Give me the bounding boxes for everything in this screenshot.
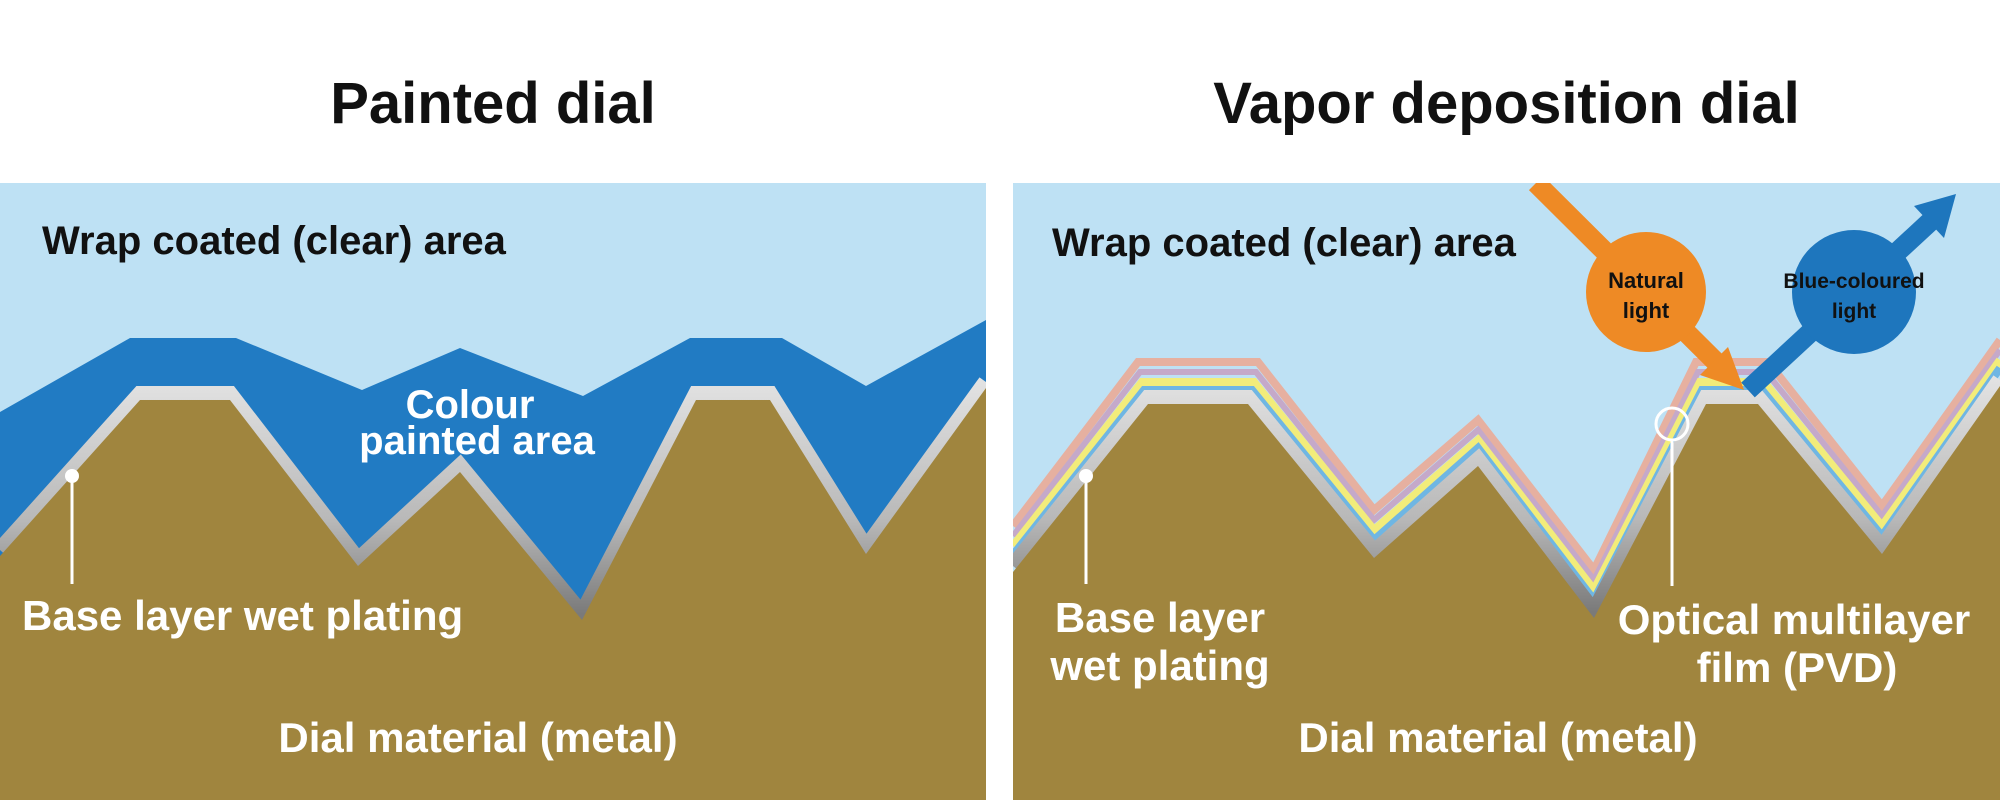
blue-light-label-line2: light: [1832, 300, 1876, 323]
plating-leader-dot: [1079, 469, 1093, 483]
pvd-label-line1: Optical multilayer: [1618, 596, 1970, 643]
plating-leader-dot: [65, 469, 79, 483]
blue-light-circle: [1792, 230, 1916, 354]
clear-area-label: Wrap coated (clear) area: [42, 219, 507, 263]
natural-light-circle: [1586, 232, 1706, 352]
pvd-film-purple: [1013, 348, 2000, 586]
pvd-film-yellow: [1013, 357, 2000, 598]
painted-dial-panel: [0, 183, 986, 800]
painted-dial-title: Painted dial: [330, 71, 656, 136]
material-label: Dial material (metal): [1298, 714, 1697, 761]
wet-plating-layer: [1013, 375, 2000, 627]
natural-light-label-line1: Natural: [1608, 268, 1684, 293]
natural-light-label-line2: light: [1623, 298, 1670, 323]
pvd-film-pink: [1013, 337, 2000, 578]
colour-label-line1: Colour: [406, 383, 535, 427]
plating-label-line2: wet plating: [1049, 642, 1269, 689]
blue-light-arrowhead: [1914, 194, 1956, 238]
plating-label-line1: Base layer: [1055, 594, 1265, 641]
material-label: Dial material (metal): [278, 714, 677, 761]
colour-label-line2: painted area: [359, 419, 595, 463]
dial-material-metal: [1013, 386, 2000, 800]
vapor-dial-title: Vapor deposition dial: [1213, 71, 1800, 136]
wet-plating-layer: [0, 377, 986, 629]
pvd-label-line2: film (PVD): [1697, 644, 1898, 691]
natural-light-arrowhead: [1700, 347, 1744, 390]
blue-light-label-line1: Blue-coloured: [1783, 270, 1924, 293]
dial-material-metal: [0, 388, 986, 800]
clear-area-label: Wrap coated (clear) area: [1052, 221, 1517, 265]
vapor-dial-panel: [1013, 183, 2000, 800]
plating-label: Base layer wet plating: [22, 592, 463, 639]
